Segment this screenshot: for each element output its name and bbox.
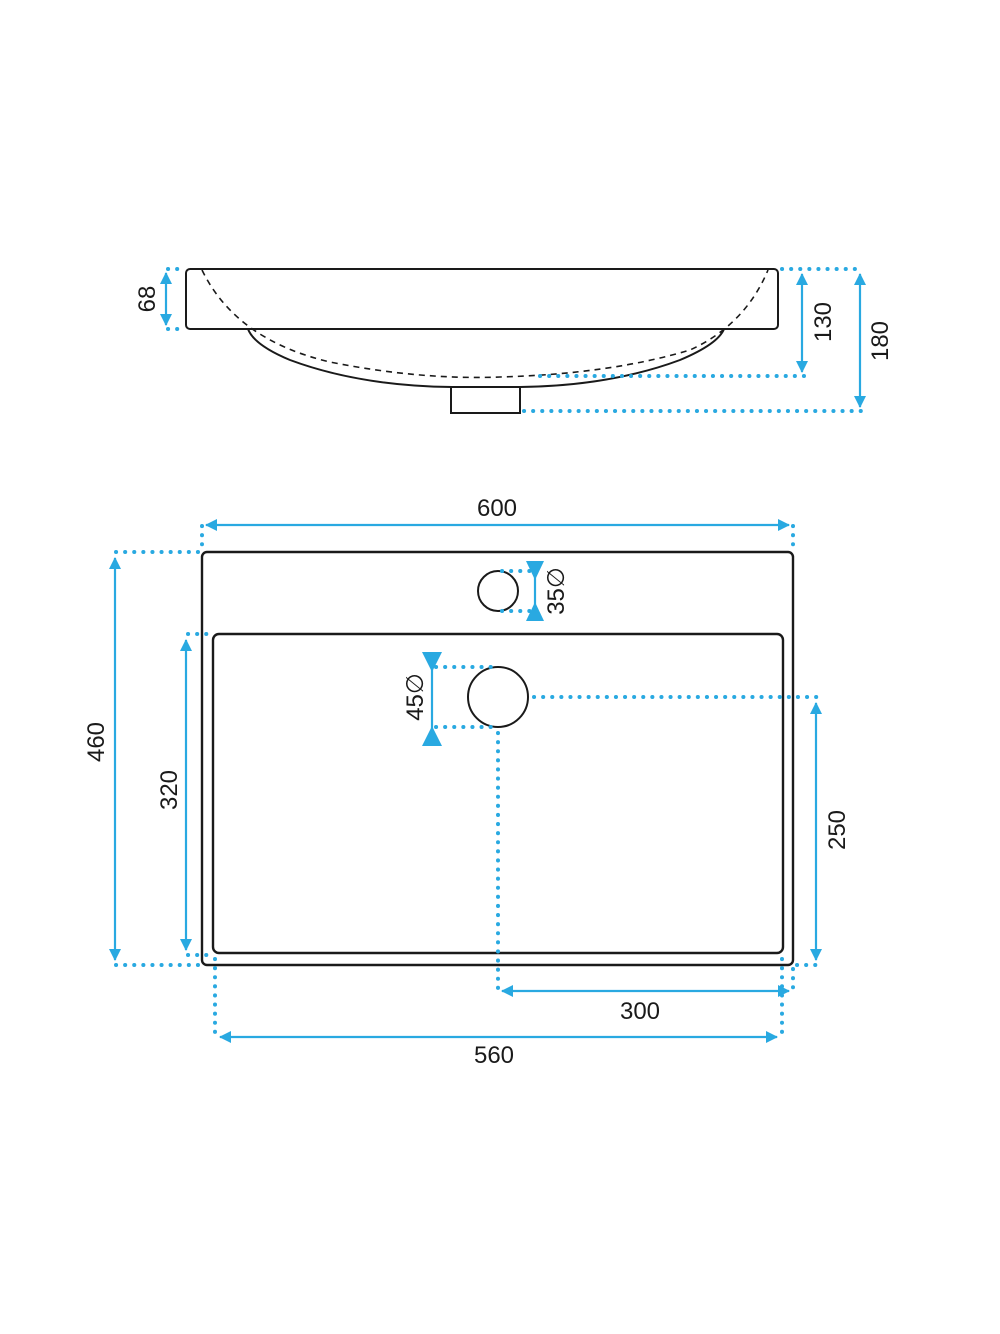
overall-width-label: 600 [477, 495, 517, 522]
total-height-label: 180 [867, 321, 894, 361]
inner-width-label: 560 [474, 1042, 514, 1069]
side-view: 68 130 180 [134, 267, 894, 414]
drain-hole-arrow-bottom [422, 726, 442, 746]
rim-height-label: 68 [134, 286, 161, 313]
basin-bowl-outline [247, 328, 725, 388]
inner-depth-label: 320 [156, 770, 183, 810]
bowl-depth-label: 130 [810, 302, 837, 342]
drain-hole-arrow-top [422, 652, 442, 672]
basin-rim-outline [185, 268, 779, 330]
tap-hole-outline [477, 570, 519, 612]
tap-hole-label: 35∅ [543, 567, 570, 615]
top-view: 600 460 320 35∅ 45∅ 250 [83, 495, 851, 1069]
overall-depth-label: 460 [83, 722, 110, 762]
drain-hole-label: 45∅ [402, 673, 429, 721]
tap-hole-arrow-top [526, 561, 544, 580]
tap-hole-arrow-bottom [526, 602, 544, 621]
drain-hole-outline [467, 666, 529, 728]
drain-offset-y-label: 250 [824, 810, 851, 850]
basin-inner-hidden-line [201, 269, 769, 379]
basin-outer-outline [200, 550, 795, 967]
drain-offset-x-label: 300 [620, 998, 660, 1025]
drain-outlet-outline [450, 386, 521, 414]
